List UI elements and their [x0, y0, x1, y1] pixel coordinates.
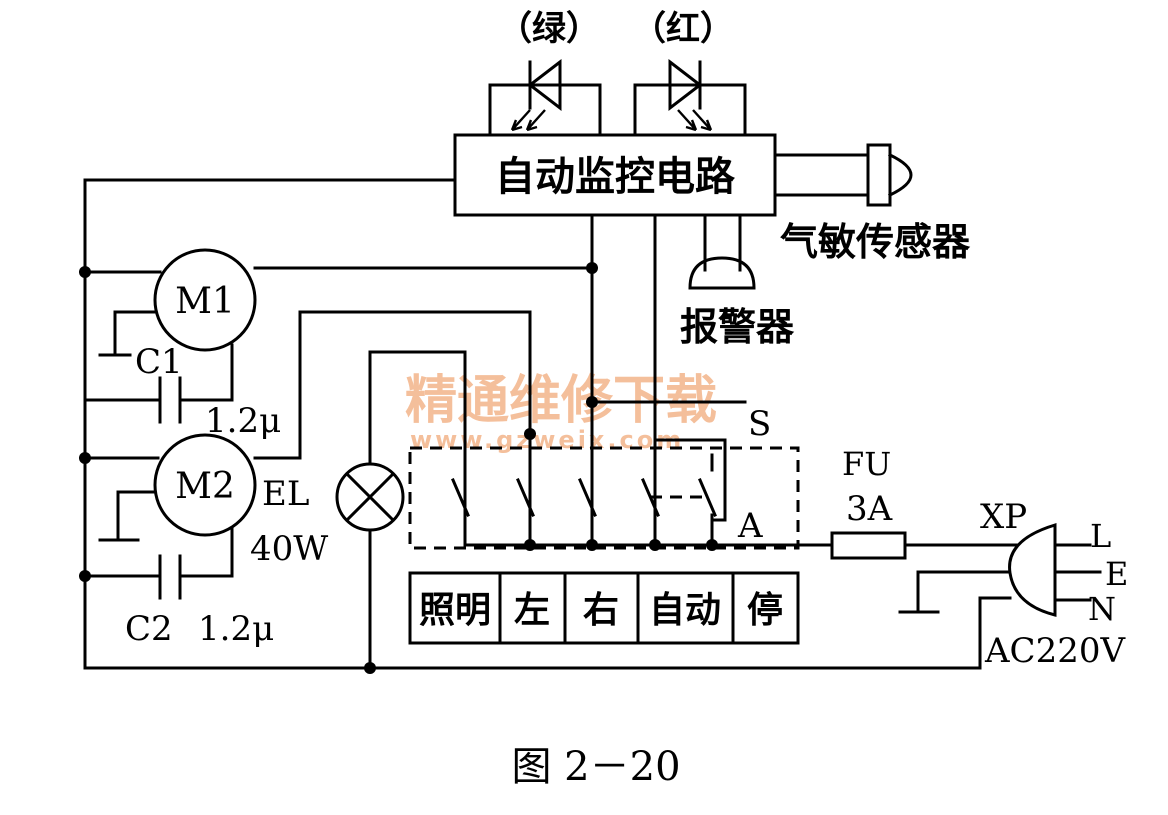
button-panel — [408, 571, 800, 645]
motor-m2-label: M2 — [175, 466, 235, 507]
button-auto[interactable]: 自动 — [649, 590, 721, 631]
gas-sensor-symbol — [773, 143, 913, 207]
switch-s-label: S — [748, 404, 771, 444]
button-right[interactable]: 右 — [583, 590, 619, 631]
button-stop[interactable]: 停 — [747, 590, 783, 631]
contact-a-label: A — [737, 506, 763, 546]
c1-value: 1.2μ — [205, 401, 281, 441]
plug-label: XP — [980, 497, 1027, 537]
c1-label: C1 — [135, 342, 183, 382]
button-lighting[interactable]: 照明 — [419, 590, 491, 631]
switch-group-box — [408, 446, 800, 550]
junction-dots — [79, 262, 718, 674]
alarm-label: 报警器 — [680, 305, 795, 349]
led-red — [633, 58, 747, 137]
plug-xp — [1008, 522, 1102, 617]
motor-m2 — [153, 433, 257, 537]
fuse-label: FU — [842, 445, 891, 483]
motor-m1-label: M1 — [175, 281, 235, 322]
lamp-power-label: 40W — [250, 529, 328, 569]
led-green-label: （绿） — [498, 9, 600, 49]
monitor-circuit-label: 自动监控电路 — [495, 154, 736, 200]
gas-sensor-label: 气敏传感器 — [780, 220, 971, 264]
pin-e-label: E — [1105, 555, 1128, 593]
monitor-circuit-box — [453, 133, 777, 217]
lamp-el-label: EL — [262, 474, 309, 514]
lamp-el — [335, 462, 405, 532]
figure-caption: 图 2－20 — [511, 744, 680, 790]
fuse-fu — [830, 531, 907, 560]
button-left[interactable]: 左 — [514, 590, 550, 631]
fuse-rating-label: 3A — [846, 489, 893, 529]
watermark-url: www.gzweix.com — [410, 426, 684, 454]
led-red-label: （红） — [632, 9, 734, 49]
supply-label: AC220V — [984, 631, 1126, 671]
c2-value: 1.2μ — [198, 609, 274, 649]
pin-l-label: L — [1090, 517, 1111, 555]
motor-m1 — [153, 248, 257, 352]
pin-n-label: N — [1088, 590, 1116, 628]
led-green — [488, 58, 602, 137]
c2-label: C2 — [125, 609, 173, 649]
alarm-symbol — [688, 213, 756, 290]
